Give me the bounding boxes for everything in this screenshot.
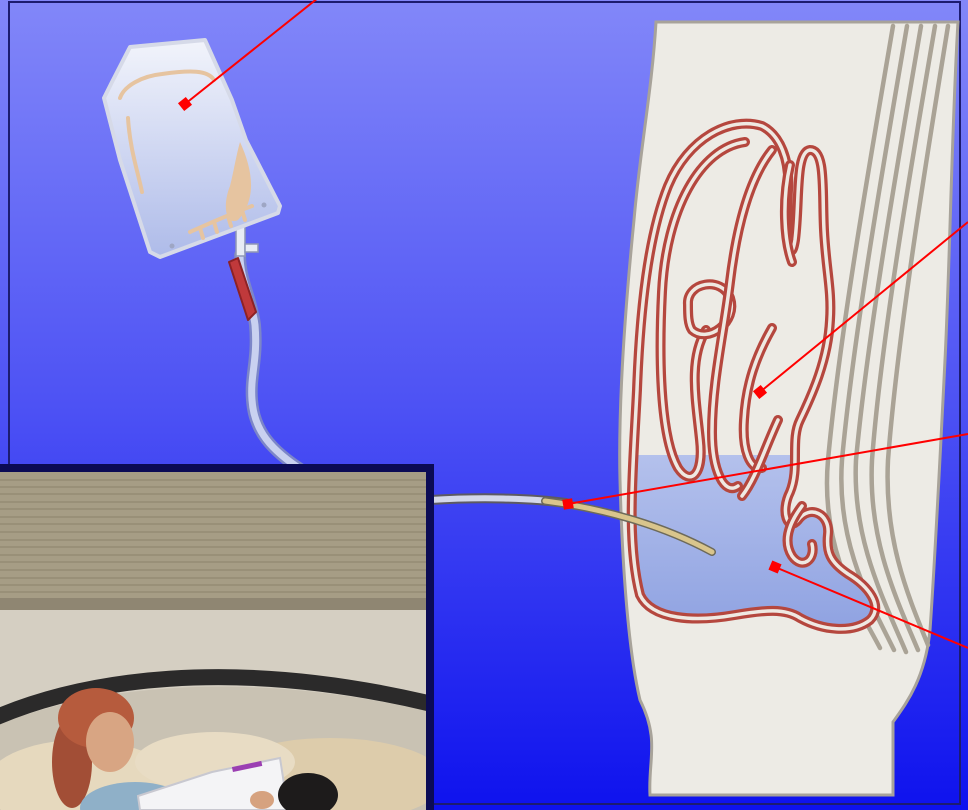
bag-eyelet (170, 244, 175, 249)
inset-photo-content (0, 472, 445, 810)
inset-photo (0, 464, 445, 810)
bag-outlet-port (236, 226, 245, 256)
body-outline (620, 22, 958, 795)
curtain-hem (0, 598, 426, 610)
patient-hand (250, 791, 274, 809)
callout-marker-catheter (562, 498, 574, 510)
curtain (0, 472, 426, 602)
abdomen-cross-section (600, 22, 958, 795)
bag-eyelet (262, 203, 267, 208)
bag-injection-port (245, 244, 258, 252)
patient-face (86, 712, 134, 772)
